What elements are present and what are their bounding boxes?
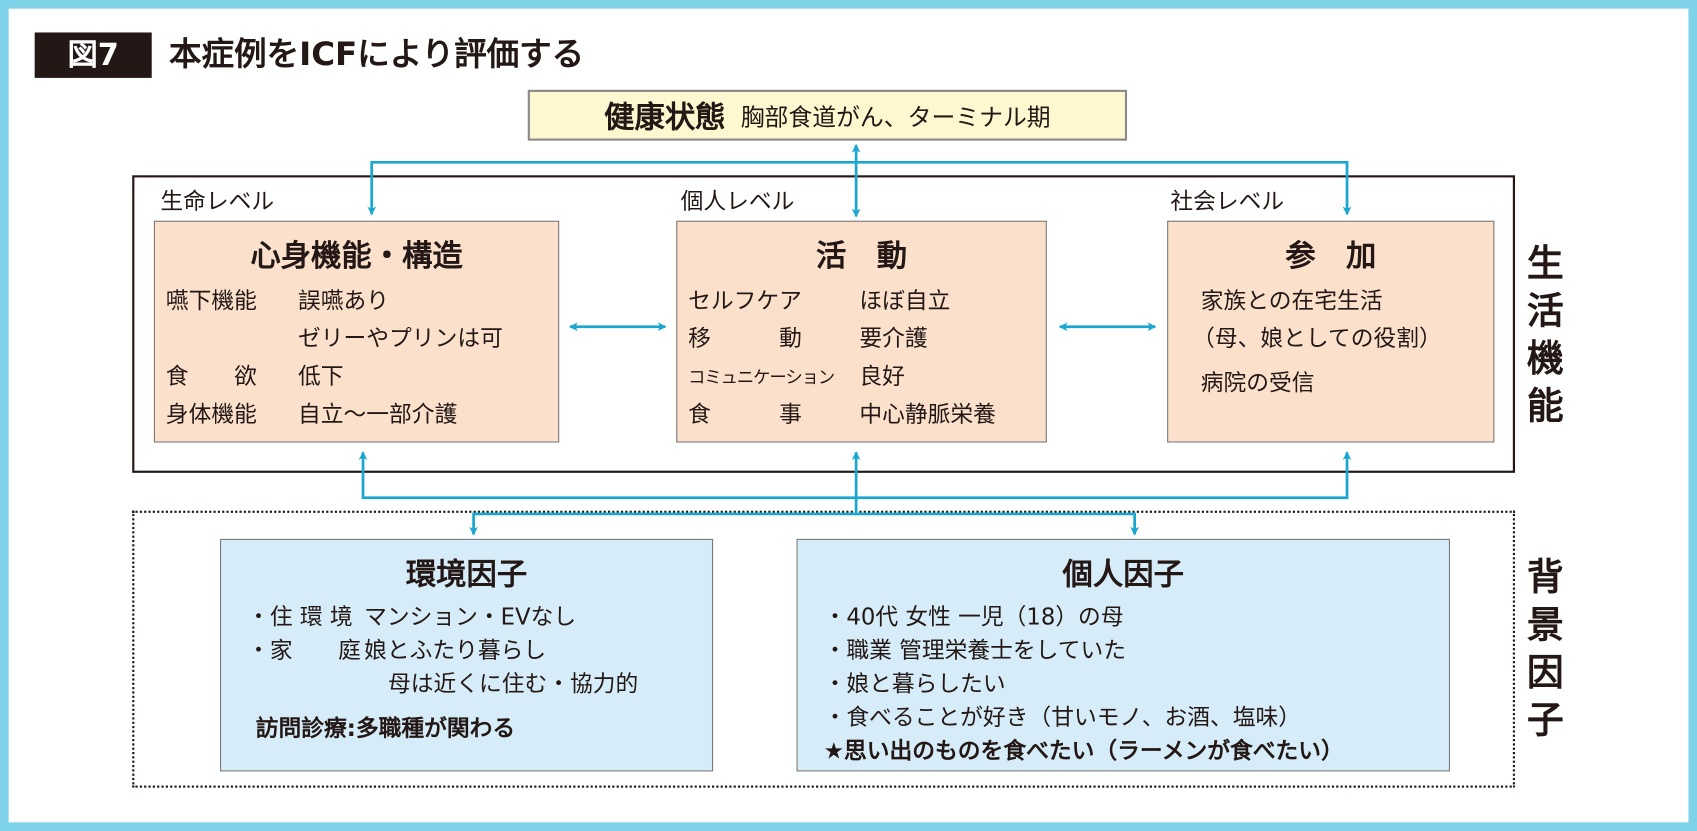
side-char: 景 [1526,603,1564,648]
figure-label: 図7 [34,32,152,78]
functioning-box [132,175,1516,473]
side-char: 生 [1526,242,1564,286]
row-key: コミュニケーション [688,366,835,388]
participation-line: 病院の受信 [1200,370,1315,397]
row-value: ゼリーやプリンは可 [298,325,503,352]
activity-title: 活 動 [816,238,908,274]
row-key: 移 動 [688,325,802,352]
row-key: ・家 庭 [247,637,361,664]
row-key: 食 欲 [165,363,257,390]
arrow-top-line [367,160,1352,216]
personal-title: 個人因子 [1062,556,1184,592]
personal-line: ・娘と暮らしたい [823,670,1006,697]
background-factors-box [132,510,1516,788]
row-key: ・住 環 境 [247,603,353,630]
personal-line: ・職業 管理栄養士をしていた [823,637,1127,664]
body-functions-box: 心身機能・構造 嚥下機能 誤嚥あり ゼリーやプリンは可 食 欲 低下 身体機能 自立〜… [153,220,560,443]
row-value: 中心静脈栄養 [859,401,996,428]
health-condition-box: 健康状態 胸部食道がん、ターミナル期 [527,89,1128,141]
side-char: 機 [1526,337,1564,381]
personal-line: ・40代 女性 一児（18）の母 [823,603,1124,630]
row-value: 良好 [859,363,905,390]
row-value: 要介護 [859,325,928,352]
row-key: 嚥下機能 [165,287,257,314]
participation-box: 参 加 家族との在宅生活 （母、娘としての役割） 病院の受信 [1167,220,1495,443]
environmental-factors-box: 環境因子 ・住 環 境マンション・EVなし ・家 庭娘とふたり暮らし 母は近くに… [219,538,714,772]
functioning-side-label: 生 活 機 能 [1524,240,1567,430]
level-label-life: 生命レベル [160,188,275,215]
personal-factors-box: 個人因子 ・40代 女性 一児（18）の母 ・職業 管理栄養士をしていた ・娘と… [796,538,1450,772]
row-value: 低下 [298,363,344,390]
side-char: 背 [1526,556,1564,600]
row-value: 娘とふたり暮らし [364,637,547,664]
row-key: 身体機能 [165,401,257,428]
participation-line: （母、娘としての役割） [1192,325,1442,352]
activity-box: 活 動 セルフケア ほぼ自立 移 動 要介護 コミュニケーション 良好 食 事 中心静脈… [676,220,1047,443]
side-char: 子 [1526,698,1564,743]
health-heading: 健康状態 [604,99,726,135]
row-value: ほぼ自立 [859,287,951,314]
participation-line: 家族との在宅生活 [1200,287,1383,314]
body-functions-title: 心身機能・構造 [250,238,463,274]
health-value: 胸部食道がん、ターミナル期 [740,104,1051,132]
side-char: 因 [1526,651,1564,695]
row-key: セルフケア [688,287,802,314]
row-value: 母は近くに住む・協力的 [387,670,639,697]
side-char: 活 [1526,289,1564,334]
row-value: マンション・EVなし [364,603,577,630]
arrow-factors-line [469,512,1139,536]
personal-emphasis: ★思い出のものを食べたい（ラーメンが食べたい） [823,737,1344,764]
participation-title: 参 加 [1285,238,1377,274]
background-side-label: 背 景 因 子 [1524,554,1567,744]
row-key: 食 事 [688,401,802,428]
row-value: 誤嚥あり [298,287,390,314]
figure-title: 本症例をICFにより評価する [169,35,585,74]
environment-note: 訪問診療:多職種が関わる [255,715,516,742]
side-char: 能 [1526,385,1564,429]
environment-title: 環境因子 [405,556,528,592]
personal-line: ・食べることが好き（甘いモノ、お酒、塩味） [823,704,1302,731]
row-value: 自立〜一部介護 [298,401,458,428]
